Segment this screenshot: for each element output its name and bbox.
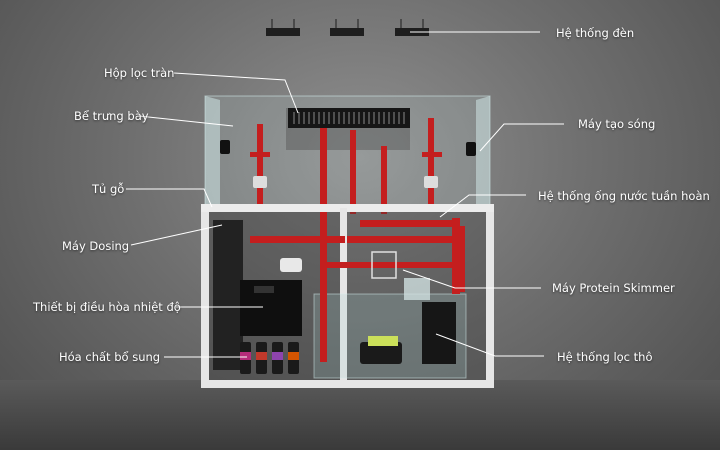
light-fixtures: [266, 19, 429, 36]
leader-wave-maker: [480, 124, 564, 151]
label-display-tank: Bể trưng bày: [74, 109, 149, 123]
light-fixture-2: [330, 19, 364, 36]
dosing-pump: [213, 220, 243, 370]
label-dosing: Máy Dosing: [62, 239, 129, 253]
label-chiller: Thiết bị điều hòa nhiệt độ: [33, 300, 183, 314]
label-cabinet: Tủ gỗ: [92, 182, 124, 196]
pump-valve: [280, 258, 302, 272]
protein-skimmer-body: [404, 278, 430, 300]
label-wave-maker: Máy tạo sóng: [578, 117, 655, 131]
wave-maker-right: [466, 142, 476, 156]
chiller: [240, 280, 302, 336]
wave-maker-left: [220, 140, 230, 154]
label-supplements: Hóa chất bổ sung: [59, 350, 160, 364]
filter-sponge: [368, 336, 398, 346]
light-fixture-1: [266, 19, 300, 36]
union-valve-right: [424, 176, 438, 188]
coarse-filter-unit: [422, 302, 456, 364]
union-valve-left: [253, 176, 267, 188]
overflow-box: [286, 108, 410, 150]
label-lighting: Hệ thống đèn: [556, 26, 634, 40]
light-fixture-3: [395, 19, 429, 36]
label-protein-skimmer: Máy Protein Skimmer: [552, 281, 675, 295]
label-overflow-box: Hộp lọc tràn: [104, 66, 174, 80]
label-coarse-filter: Hệ thống lọc thô: [557, 350, 653, 364]
leader-cabinet: [126, 189, 212, 207]
label-circulation: Hệ thống ống nước tuần hoàn: [538, 189, 710, 203]
